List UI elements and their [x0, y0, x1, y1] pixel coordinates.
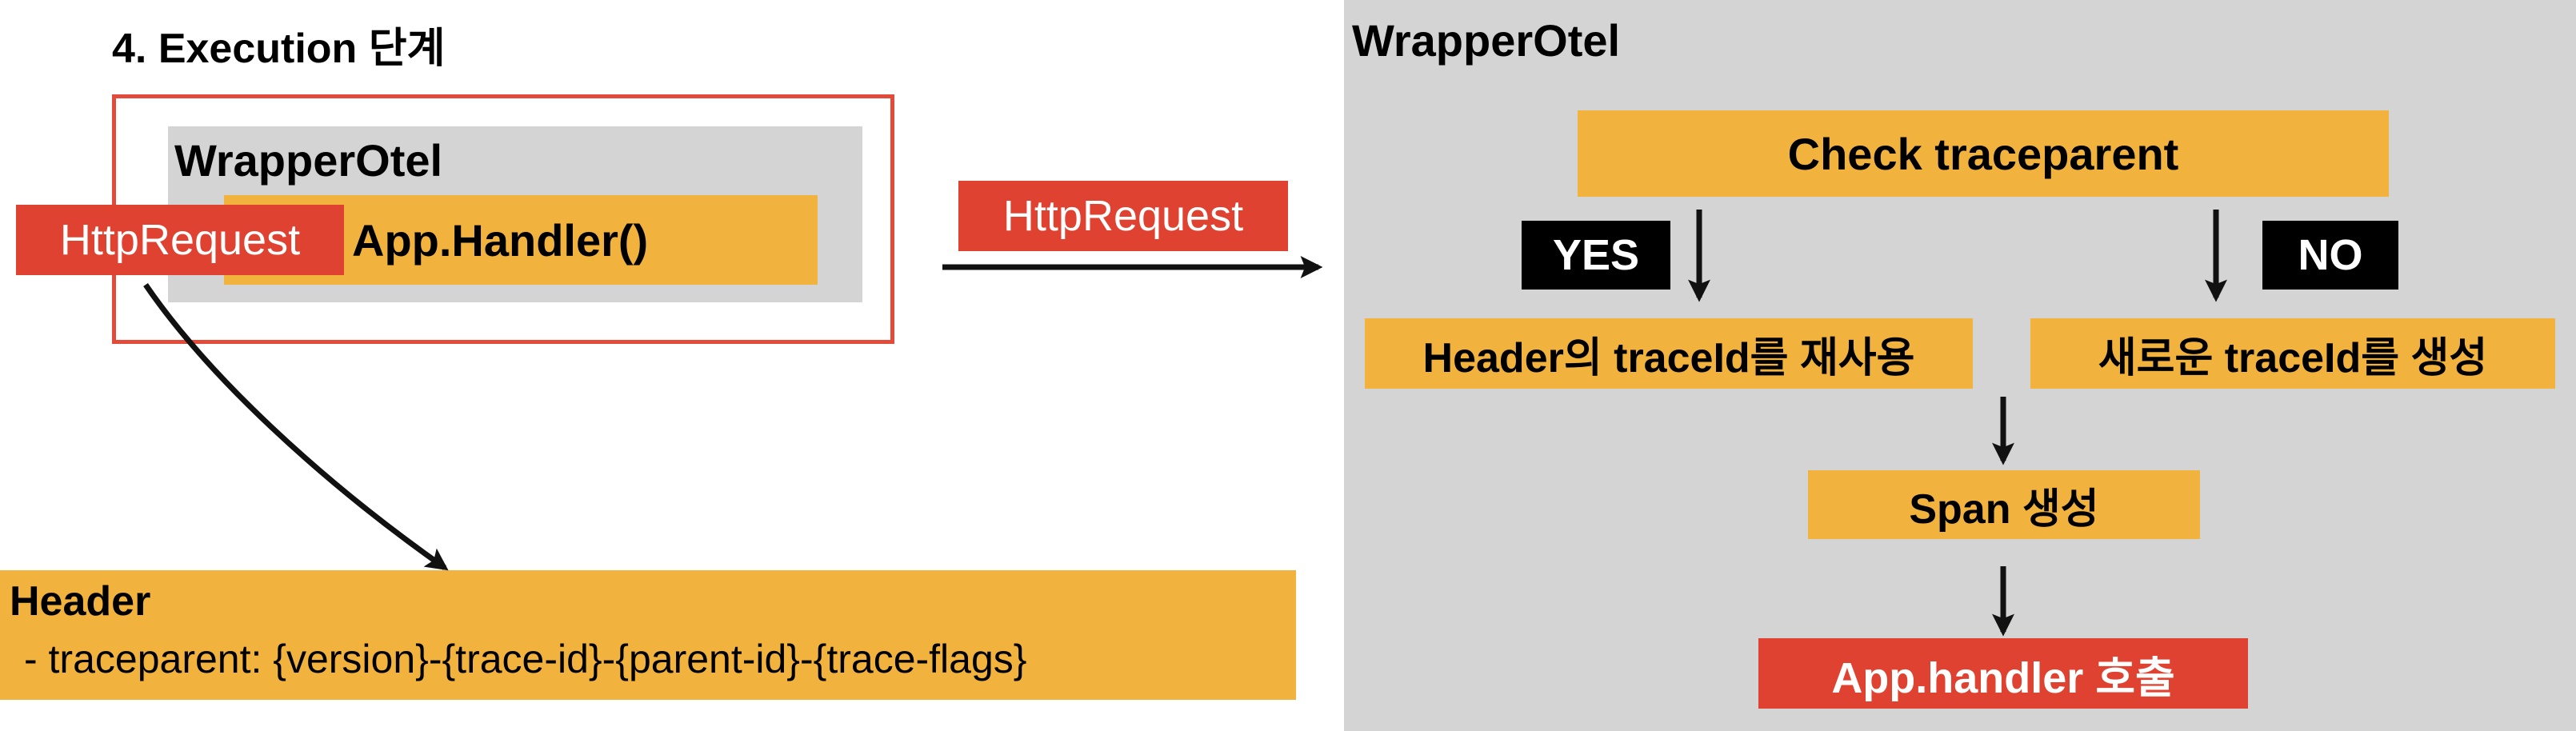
new-traceid-box: 새로운 traceId를 생성: [2030, 318, 2555, 389]
wrapper-otel-title: WrapperOtel: [1352, 15, 1621, 66]
header-title: Header: [10, 578, 151, 625]
http-request-badge-middle: HttpRequest: [958, 181, 1288, 251]
step-title: 4. Execution 단계: [112, 26, 446, 72]
check-traceparent-box: Check traceparent: [1578, 110, 2389, 197]
wrapper-otel-label: WrapperOtel: [174, 135, 443, 186]
reuse-traceid-box: Header의 traceId를 재사용: [1365, 318, 1973, 389]
app-handler-label: App.Handler(): [352, 214, 649, 266]
http-request-badge-left: HttpRequest: [16, 205, 344, 275]
no-badge: NO: [2262, 221, 2398, 290]
span-create-box: Span 생성: [1808, 470, 2200, 539]
app-handler-call-box: App.handler 호출: [1758, 638, 2248, 709]
header-box: [0, 570, 1296, 700]
arrow-request-to-header: [143, 283, 449, 571]
yes-badge: YES: [1522, 221, 1670, 290]
traceparent-line: - traceparent: {version}-{trace-id}-{par…: [24, 637, 1027, 681]
